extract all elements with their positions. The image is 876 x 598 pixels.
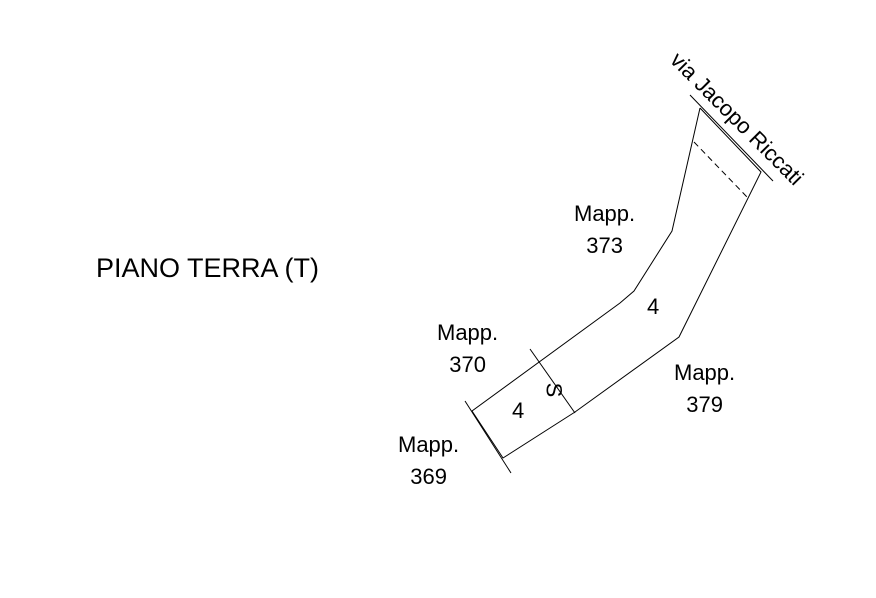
parcel-number: 369 <box>410 464 447 489</box>
parcel-379: Mapp. 379 <box>674 360 735 418</box>
parcel-label: Mapp. <box>574 201 636 226</box>
street-line <box>689 94 774 182</box>
zone-label: 4 <box>512 398 525 423</box>
parcel-369: Mapp. 369 <box>398 432 459 490</box>
plot-outline <box>471 107 762 459</box>
parcel-number: 379 <box>686 392 723 417</box>
zone-label: 4 <box>647 294 660 319</box>
boundary-end-line <box>464 400 512 474</box>
parcel-number: 373 <box>586 233 623 258</box>
parcel-370: Mapp. 370 <box>437 320 498 378</box>
parcel-label: Mapp. <box>674 360 736 385</box>
section-mark: S <box>541 382 567 398</box>
parcel-373: Mapp. 373 <box>574 201 635 259</box>
dashed-line <box>693 141 748 198</box>
parcel-label: Mapp. <box>437 320 499 345</box>
parcel-number: 370 <box>449 352 486 377</box>
parcel-label: Mapp. <box>398 432 460 457</box>
section-line <box>529 348 576 414</box>
plan-title: PIANO TERRA (T) <box>96 253 320 283</box>
